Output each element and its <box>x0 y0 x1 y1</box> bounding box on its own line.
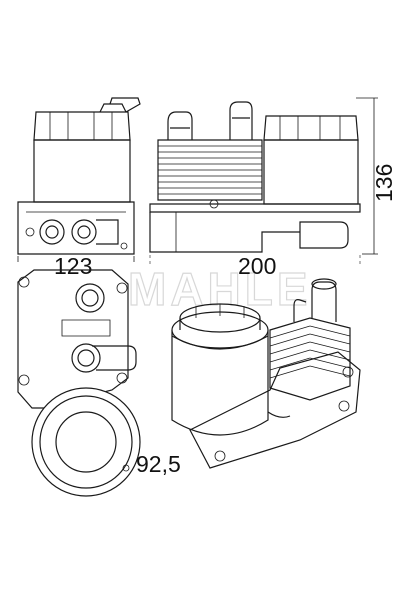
dimension-123: 123 <box>54 253 92 279</box>
dimension-diameter: 92,5 <box>136 451 181 477</box>
cooler-fins <box>158 145 262 195</box>
dimension-lines <box>17 97 378 264</box>
top-view <box>17 269 141 497</box>
side-view-right <box>149 101 361 253</box>
iso-cooler-fins <box>269 325 351 379</box>
side-view-left <box>17 97 141 255</box>
dimension-136: 136 <box>371 164 397 202</box>
brand-watermark: MAHLE <box>128 263 312 315</box>
isometric-view <box>171 278 361 469</box>
dimension-200: 200 <box>238 253 276 279</box>
